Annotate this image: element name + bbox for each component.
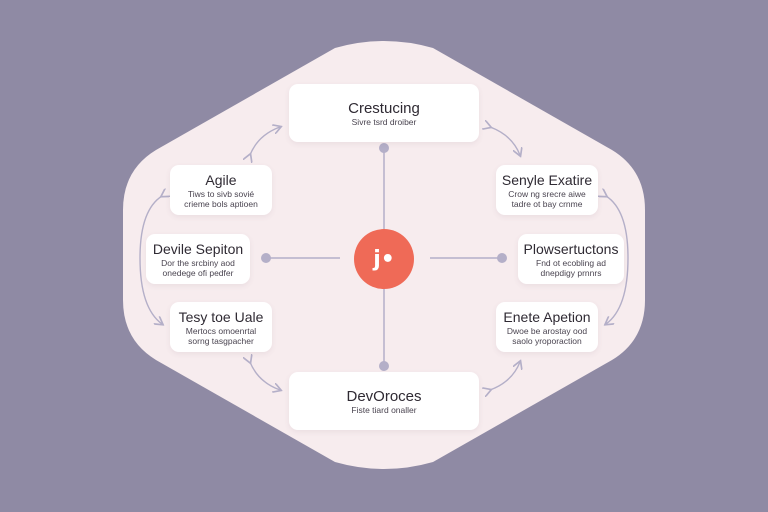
spoke-dot-right [497, 253, 507, 263]
node-description: Crow ng srecre aiwe [508, 188, 586, 199]
brand-logo-icon: j• [354, 229, 414, 289]
node-description: tadre ot bay crnme [511, 198, 583, 209]
node-lower-left[interactable]: Tesy toe Uale Mertocs omoenrtal sorng ta… [170, 302, 272, 352]
node-title: Enete Apetion [503, 308, 591, 325]
arrow-top-left [250, 127, 280, 155]
spoke-dot-bottom [379, 361, 389, 371]
node-title: Tesy toe Uale [178, 308, 264, 325]
arrow-top-right [490, 127, 520, 155]
node-title: Senyle Exatire [501, 171, 593, 188]
node-description: Dwoe be arostay ood [506, 325, 588, 336]
arrow-bottom-left [250, 362, 280, 390]
node-upper-right[interactable]: Senyle Exatire Crow ng srecre aiwe tadre… [496, 165, 598, 215]
node-mid-left[interactable]: Devile Sepiton Dor the srcbiny aod onede… [146, 234, 250, 284]
node-description: Mertocs omoenrtal [185, 325, 257, 336]
node-description: Sivre tsrd droiber [351, 116, 417, 127]
node-description: Fiste tiard onaller [351, 404, 417, 415]
node-top[interactable]: Crestucing Sivre tsrd droiber [289, 84, 479, 142]
node-description: Dor the srcbiny aod [161, 257, 235, 268]
node-title: Crestucing [348, 99, 420, 117]
node-description: saolo yroporaction [512, 335, 582, 346]
node-title: DevOroces [346, 387, 422, 405]
node-mid-right[interactable]: Plowsertuctons Fnd ot ecobling ad dnepdi… [518, 234, 624, 284]
node-lower-right[interactable]: Enete Apetion Dwoe be arostay ood saolo … [496, 302, 598, 352]
node-description: Fnd ot ecobling ad [536, 257, 606, 268]
node-title: Agile [205, 171, 237, 188]
node-description: sorng tasgpacher [188, 335, 254, 346]
node-description: onedege ofi pedfer [162, 267, 234, 278]
arrow-bottom-right [490, 362, 520, 390]
node-bottom[interactable]: DevOroces Fiste tiard onaller [289, 372, 479, 430]
node-description: Tiws to sivb sovié [187, 188, 255, 199]
hub-label: j• [373, 246, 395, 272]
spoke-dot-left [261, 253, 271, 263]
arrow-right-side [606, 196, 629, 324]
spoke-dot-top [379, 143, 389, 153]
arrow-left-side [139, 196, 162, 324]
node-upper-left[interactable]: Agile Tiws to sivb sovié crieme bols apt… [170, 165, 272, 215]
node-description: crieme bols aptioen [184, 198, 258, 209]
node-title: Devile Sepiton [152, 240, 244, 257]
node-description: dnepdigy prnnrs [540, 267, 602, 278]
node-title: Plowsertuctons [523, 240, 619, 257]
